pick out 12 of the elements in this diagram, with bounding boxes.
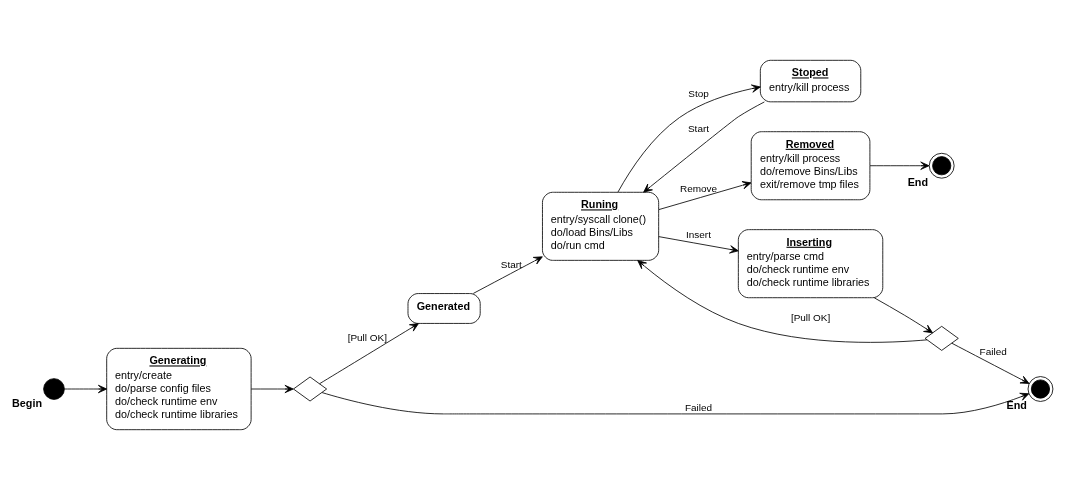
node-label: Begin <box>12 397 43 410</box>
edge-label: Remove <box>679 182 718 194</box>
edge-label: Start <box>687 123 710 135</box>
edge-label: [Pull OK] <box>347 332 387 344</box>
node-label: End <box>1006 399 1027 412</box>
edge-label: [Pull OK] <box>790 311 831 323</box>
edge-label: Stop <box>688 87 709 99</box>
edge-label: Insert <box>686 229 711 241</box>
edge-label: Start <box>500 258 522 270</box>
edge-label: Failed <box>684 402 713 414</box>
edge-label: Failed <box>979 346 1007 358</box>
node-label: End <box>907 175 929 188</box>
